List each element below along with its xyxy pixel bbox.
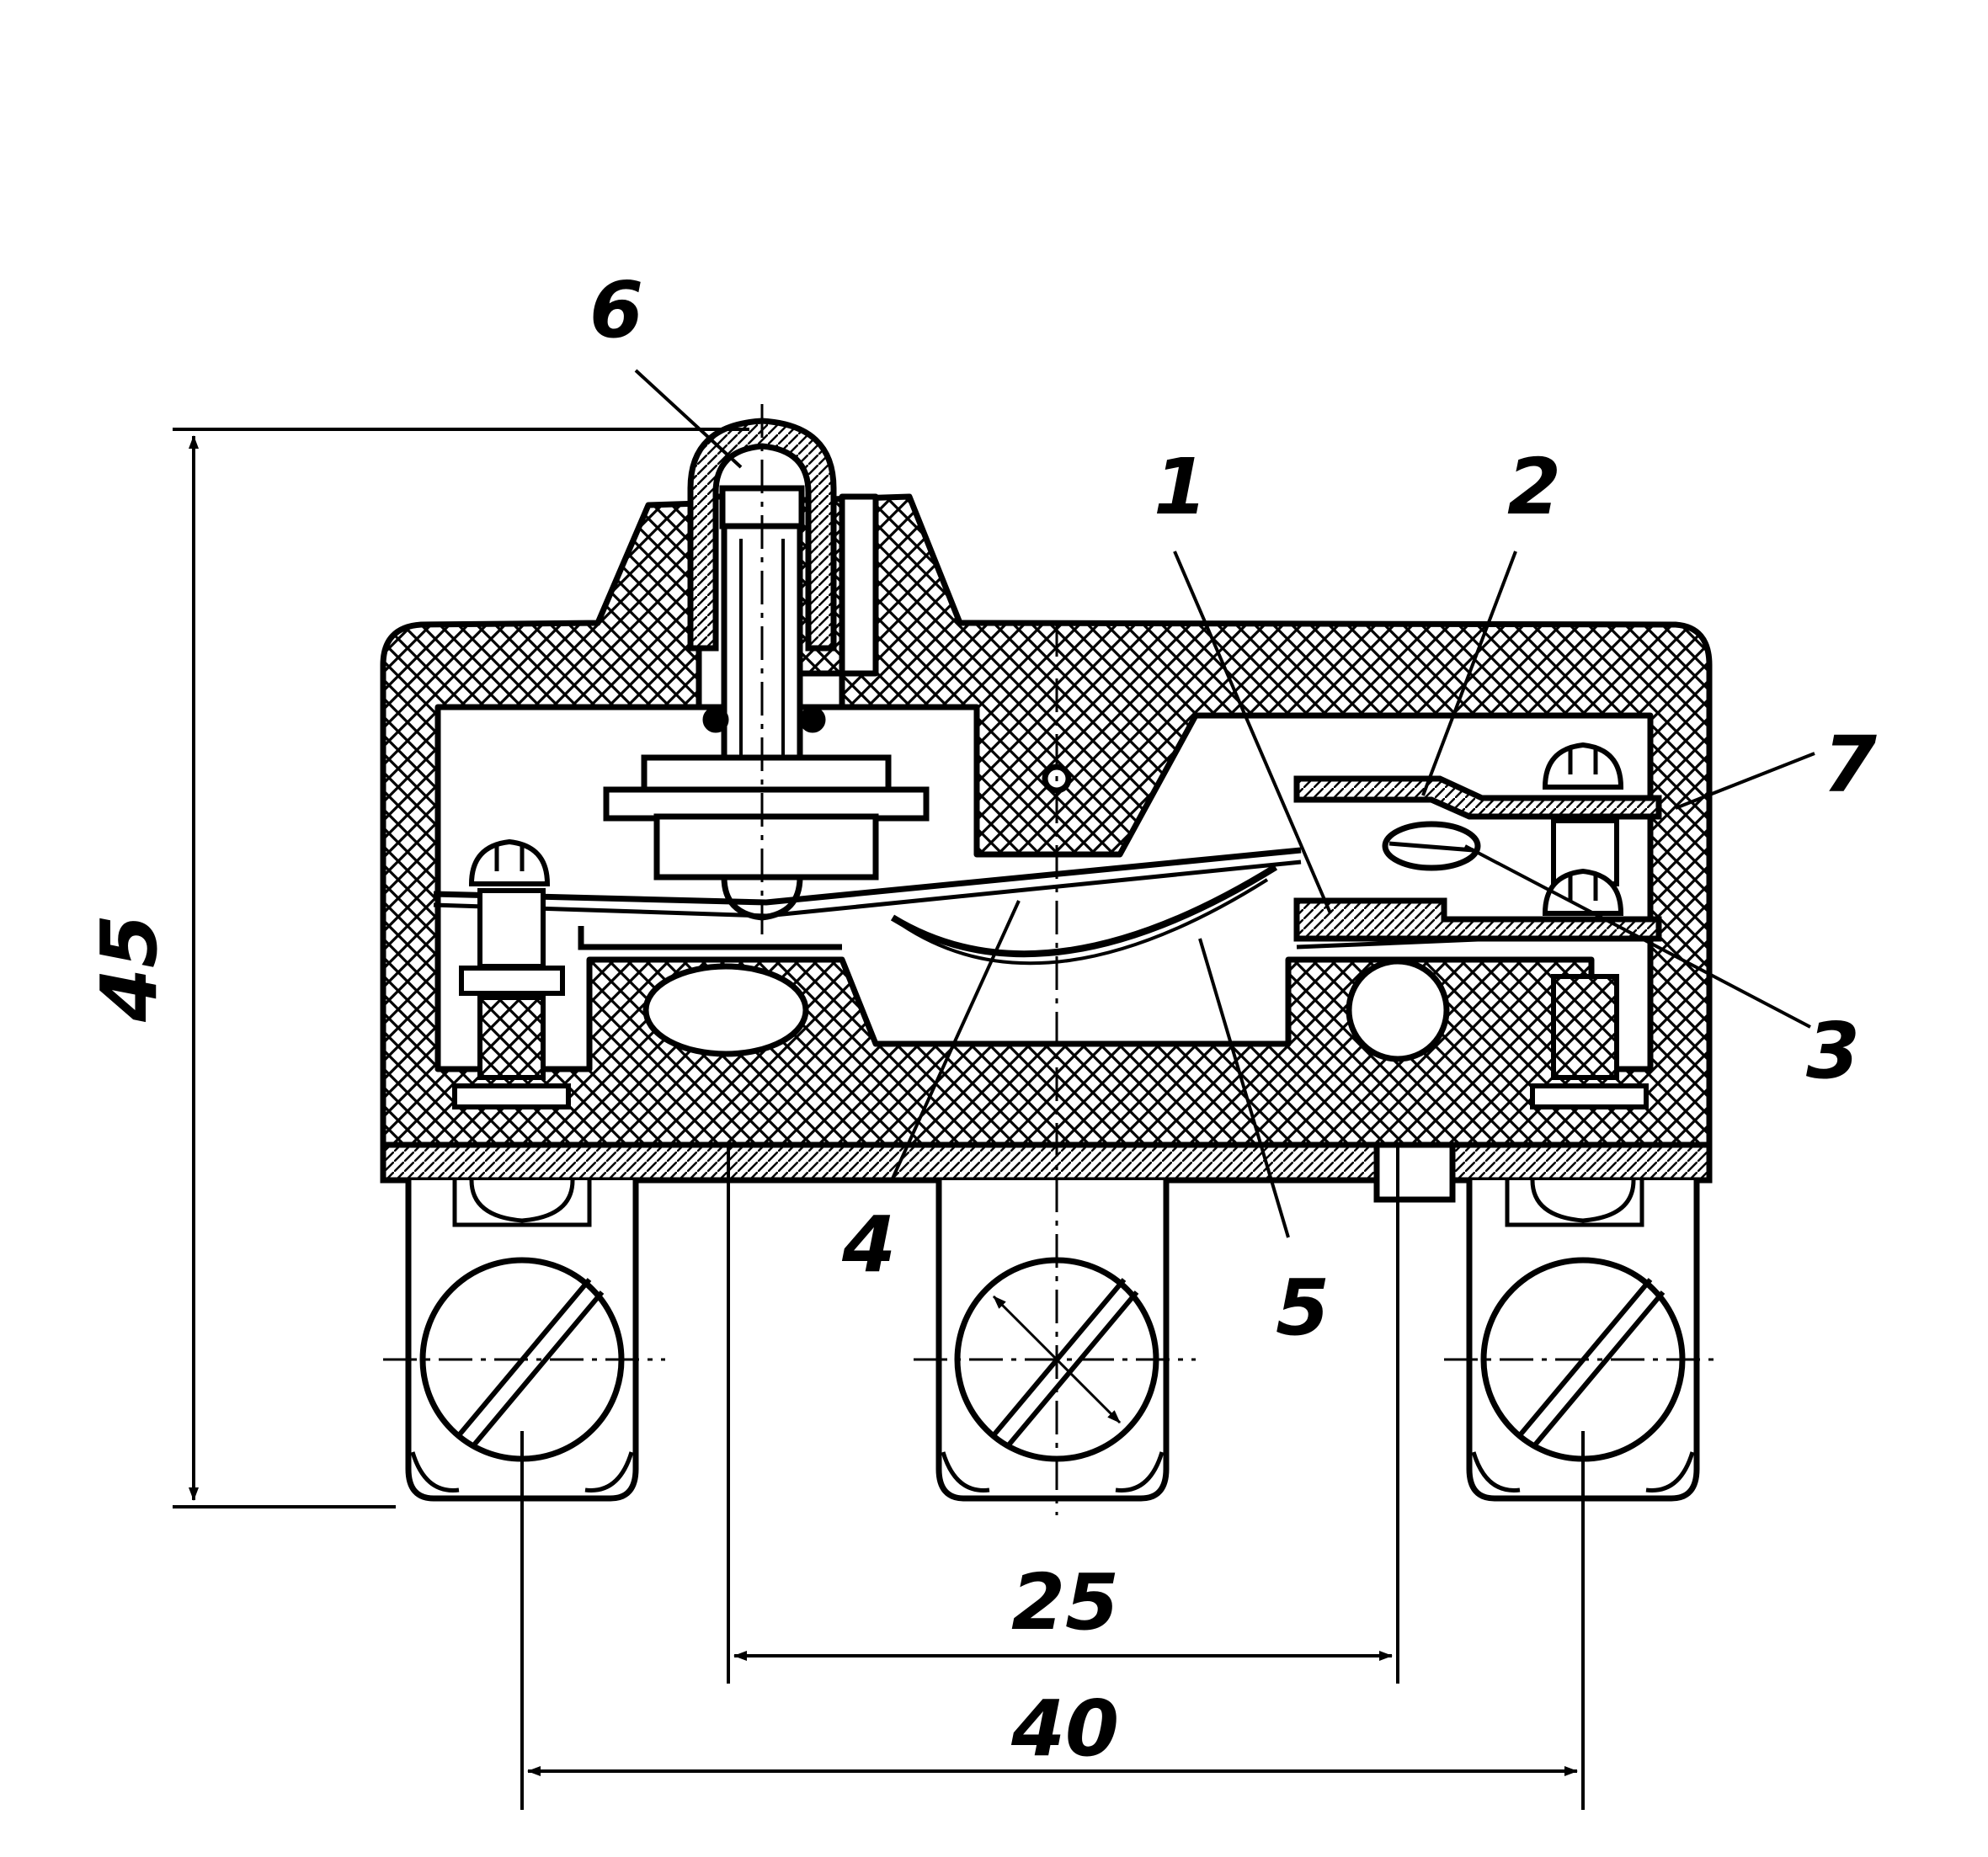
leader-lines [634, 369, 1815, 1238]
left-mount-hole [642, 963, 809, 1057]
base-insert [1373, 1141, 1456, 1203]
callout-7: 7 [1823, 720, 1877, 810]
dim-25-label: 25 [1011, 1557, 1119, 1647]
bow-spring [890, 864, 1278, 958]
plunger-collar [641, 754, 892, 795]
terminal-center [935, 1180, 1170, 1502]
labels: 1 2 3 4 5 6 7 45 25 40 [84, 265, 1877, 1774]
lower-contact [1293, 897, 1662, 942]
center-lines [383, 404, 1718, 1515]
right-mount-hole [1346, 958, 1450, 1062]
dim-40-label: 40 [1010, 1684, 1119, 1774]
callout-6: 6 [589, 265, 643, 355]
upper-contact [1293, 775, 1662, 820]
internal-screws [452, 742, 1649, 1109]
base [380, 1141, 1713, 1502]
callout-4: 4 [841, 1200, 896, 1290]
callout-1: 1 [1154, 442, 1207, 532]
base-plate [380, 1141, 1713, 1184]
right-post-top [1542, 742, 1624, 886]
support-rail [578, 926, 842, 950]
o-ring-right [799, 706, 826, 733]
plunger-body [653, 813, 879, 881]
callout-3: 3 [1806, 1006, 1860, 1096]
housing [380, 493, 1713, 1148]
dim-45-label: 45 [84, 914, 174, 1023]
dimension-lines [173, 428, 1585, 1810]
left-post [452, 838, 571, 1109]
callout-2: 2 [1507, 442, 1561, 532]
callout-5: 5 [1276, 1263, 1330, 1353]
right-post-bottom [1530, 868, 1649, 1109]
o-ring-left [702, 706, 729, 733]
